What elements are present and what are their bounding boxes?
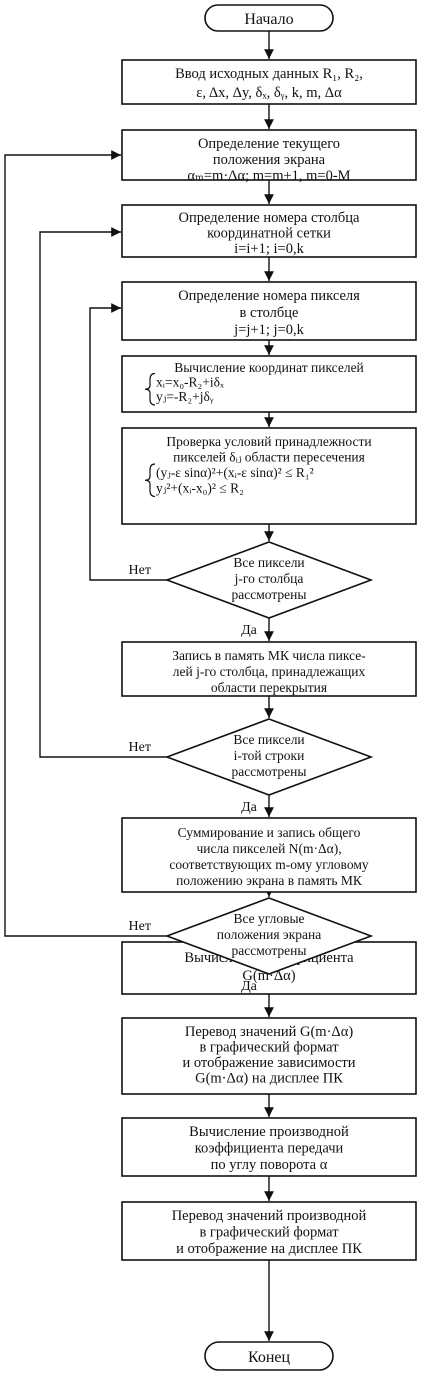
process-box-membership-check-line-1: Проверка условий принадлежности	[166, 434, 371, 449]
process-box-write-column-line-3: области перекрытия	[211, 680, 327, 695]
process-box-graph-display-line-1: Перевод значений G(m·Δα)	[185, 1024, 353, 1040]
process-box-graph-display-line-3: и отображение зависимости	[182, 1055, 355, 1071]
decision-all-pixels-column-yes-label: Да	[241, 623, 258, 638]
process-box-membership-check-line-2: пикселей δᵢⱼ области пересечения	[173, 450, 365, 465]
decision-all-pixels-row-line-3: рассмотрены	[232, 764, 307, 779]
process-box-graph-display-line-4: G(m·Δα) на дисплее ПК	[195, 1071, 343, 1087]
process-box-input-line-1: Ввод исходных данных R₁, R₂,	[175, 66, 363, 82]
end-terminal-label: Конец	[248, 1349, 291, 1366]
process-box-sum-write-shape	[121, 817, 417, 893]
loop-back-arrow-2	[39, 227, 167, 758]
process-box-derivative-line-3: по углу поворота α	[211, 1157, 328, 1173]
decision-all-positions-yes-label: Да	[241, 979, 258, 994]
process-box-pixel-number-line-3: j=j+1; j=0,k	[233, 322, 304, 338]
process-box-pixel-coords-line-1: Вычисление координат пикселей	[174, 360, 364, 375]
process-box-screen-position-line-2: положения экрана	[213, 152, 326, 168]
process-box-membership-check-shape	[121, 427, 417, 525]
process-box-input: Ввод исходных данных R₁, R₂, ε, Δx, Δy, δ…	[121, 59, 417, 105]
equation-brace-icon	[144, 463, 156, 498]
process-box-write-column-shape	[121, 641, 417, 697]
decision-all-pixels-row-no-label: Нет	[129, 740, 151, 755]
process-box-pixel-number-line-2: в столбце	[240, 305, 299, 321]
process-box-derivative-shape	[121, 1117, 417, 1177]
process-box-derivative-display-line-3: и отображение на дисплее ПК	[176, 1241, 362, 1257]
decision-all-positions-line-2: положения экрана	[217, 927, 321, 942]
process-box-membership-check-line-4: yⱼ²+(xᵢ-x₀)² ≤ R₂	[156, 481, 244, 496]
process-box-coefficient-line-2: G(m·Δα)	[242, 968, 295, 984]
decision-all-pixels-row-line-1: Все пиксели	[233, 732, 304, 747]
process-box-sum-write-line-1: Суммирование и запись общего	[178, 825, 361, 840]
process-box-membership-check: Проверка условий принадлежностипикселей …	[121, 427, 417, 525]
process-box-derivative-line-2: коэффициента передачи	[195, 1141, 344, 1157]
process-box-pixel-number-line-1: Определение номера пикселя	[178, 288, 360, 304]
decision-all-positions-line-3: рассмотрены	[232, 943, 307, 958]
loop-back-arrow-1	[89, 303, 167, 581]
decision-all-pixels-column-shape	[164, 541, 374, 619]
decision-all-pixels-column-line-1: Все пиксели	[233, 555, 304, 570]
process-box-input-line-2: ε, Δx, Δy, δₓ, δᵧ, k, m, Δα	[196, 85, 342, 101]
process-box-column-number-line-1: Определение номера столбца	[179, 210, 360, 226]
connector-lines	[4, 31, 274, 1341]
process-box-sum-write-line-2: числа пикселей N(m·Δα),	[196, 841, 341, 856]
process-box-pixel-number-shape	[121, 281, 417, 341]
process-box-derivative-line-1: Вычисление производной	[189, 1124, 349, 1140]
process-box-screen-position-line-1: Определение текущего	[198, 136, 340, 152]
decision-all-positions-no-label: Нет	[129, 919, 151, 934]
process-box-pixel-coords: Вычисление координат пикселейxᵢ=x₀-R₂+iδ…	[121, 355, 417, 413]
decision-all-pixels-row-yes-label: Да	[241, 800, 258, 815]
process-box-sum-write-line-4: положению экрана в память МК	[176, 873, 363, 888]
decision-all-pixels-row-shape	[164, 718, 374, 796]
process-box-graph-display-shape	[121, 1017, 417, 1095]
decision-all-pixels-column-no-label: Нет	[129, 563, 151, 578]
decision-all-pixels-column-line-3: рассмотрены	[232, 587, 307, 602]
process-box-column-number-line-2: координатной сетки	[207, 226, 331, 242]
loop-back-arrow-3	[4, 150, 167, 937]
process-box-pixel-coords-line-3: yⱼ=-R₂+jδᵧ	[156, 389, 214, 405]
process-box-write-column-line-2: лей j-го столбца, принадлежащих	[173, 664, 366, 679]
decision-all-pixels-row-line-2: i-той строки	[234, 748, 305, 763]
decision-all-positions-line-1: Все угловые	[233, 911, 304, 926]
process-box-pixel-coords-shape	[121, 355, 417, 413]
process-box-graph-display-line-2: в графический формат	[199, 1040, 339, 1056]
end-terminal-shape	[204, 1341, 334, 1371]
process-box-screen-position-line-3: αₘ=m·Δα; m=m+1, m=0-M	[187, 168, 350, 184]
process-box-sum-write-line-3: соответствующих m-ому угловому	[169, 857, 369, 872]
process-box-write-column-line-1: Запись в память МК числа пиксе-	[172, 648, 366, 663]
process-box-input-shape	[121, 59, 417, 105]
process-box-membership-check-line-3: (yⱼ-ε sinα)²+(xᵢ-ε sinα)² ≤ R₁²	[156, 465, 314, 480]
decision-all-pixels-column-line-2: j-го столбца	[234, 571, 304, 586]
process-box-derivative-display-line-1: Перевод значений производной	[172, 1208, 367, 1224]
decision-all-positions-shape	[164, 897, 374, 975]
process-box-screen-position-shape	[121, 129, 417, 181]
process-box-column-number-line-3: i=i+1; i=0,k	[234, 241, 304, 257]
process-box-column-number-shape	[121, 204, 417, 258]
process-box-derivative-display-line-2: в графический формат	[199, 1225, 339, 1241]
start-terminal-shape	[204, 4, 334, 32]
start-terminal-label: Начало	[244, 11, 293, 28]
process-box-pixel-coords-line-2: xᵢ=x₀-R₂+iδₓ	[156, 375, 224, 390]
equation-brace-icon	[144, 372, 156, 406]
process-box-write-column: Запись в память МК числа пиксе-лей j-го …	[121, 641, 417, 697]
start-terminal: Начало	[204, 4, 334, 32]
end-terminal: Конец	[204, 1341, 334, 1371]
process-box-derivative-display-shape	[121, 1201, 417, 1261]
process-box-graph-display: Перевод значений G(m·Δα)в графический фо…	[121, 1017, 417, 1095]
